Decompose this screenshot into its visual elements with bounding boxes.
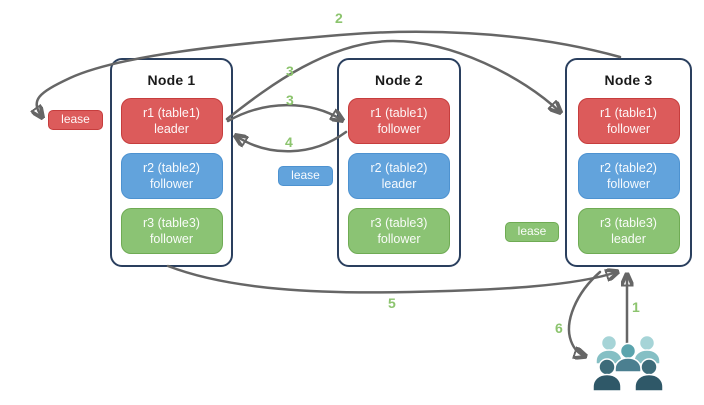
- replica-name: r2 (table2): [143, 161, 200, 175]
- node-1: Node 1 r1 (table1) leader r2 (table2) fo…: [110, 58, 233, 267]
- node-2-title: Node 2: [375, 72, 423, 88]
- node-2: Node 2 r1 (table1) follower r2 (table2) …: [337, 58, 461, 267]
- step-label-5: 5: [388, 295, 396, 311]
- replica-name: r1 (table1): [600, 106, 657, 120]
- replica-role: follower: [149, 177, 194, 191]
- node1-replica-r1: r1 (table1) leader: [120, 98, 223, 144]
- step-label-4: 4: [285, 134, 293, 150]
- replica-role: follower: [149, 232, 194, 246]
- node1-replica-r2: r2 (table2) follower: [120, 153, 223, 199]
- users-group-icon: [592, 334, 664, 392]
- node3-replica-r3: r3 (table3) leader: [577, 208, 680, 254]
- node2-replica-r1: r1 (table1) follower: [348, 98, 450, 144]
- node-3: Node 3 r1 (table1) follower r2 (table2) …: [565, 58, 692, 267]
- node3-replica-r1: r1 (table1) follower: [577, 98, 680, 144]
- arrow-step5-node1-to-node3-leader: [166, 264, 617, 294]
- node3-replica-r2: r2 (table2) follower: [577, 153, 680, 199]
- replica-role: follower: [377, 232, 421, 246]
- replica-name: r3 (table3): [370, 216, 428, 230]
- node-1-title: Node 1: [147, 72, 196, 88]
- step-label-3b: 3: [286, 92, 294, 108]
- replica-role: follower: [606, 122, 651, 136]
- replica-role: leader: [381, 177, 417, 191]
- step-label-3a: 3: [286, 63, 294, 79]
- replica-role: leader: [611, 232, 646, 246]
- step-label-1: 1: [632, 299, 640, 315]
- arrow-step3-leader-to-node2-follower: [226, 103, 342, 121]
- replica-name: r1 (table1): [370, 106, 428, 120]
- replica-name: r2 (table2): [600, 161, 657, 175]
- lease-badge-r1: lease: [48, 110, 103, 130]
- lease-badge-r3: lease: [505, 222, 559, 242]
- replica-role: follower: [606, 177, 651, 191]
- lease-badge-r2: lease: [278, 166, 333, 186]
- replica-name: r2 (table2): [370, 161, 428, 175]
- node-3-title: Node 3: [604, 72, 653, 88]
- replica-name: r3 (table3): [600, 216, 657, 230]
- node1-replica-r3: r3 (table3) follower: [120, 208, 223, 254]
- replica-name: r1 (table1): [143, 106, 200, 120]
- step-label-6: 6: [555, 320, 563, 336]
- step-label-2: 2: [335, 10, 343, 26]
- replica-name: r3 (table3): [143, 216, 200, 230]
- replica-role: follower: [377, 122, 421, 136]
- replica-role: leader: [154, 122, 189, 136]
- node2-replica-r2: r2 (table2) leader: [348, 153, 450, 199]
- node2-replica-r3: r3 (table3) follower: [348, 208, 450, 254]
